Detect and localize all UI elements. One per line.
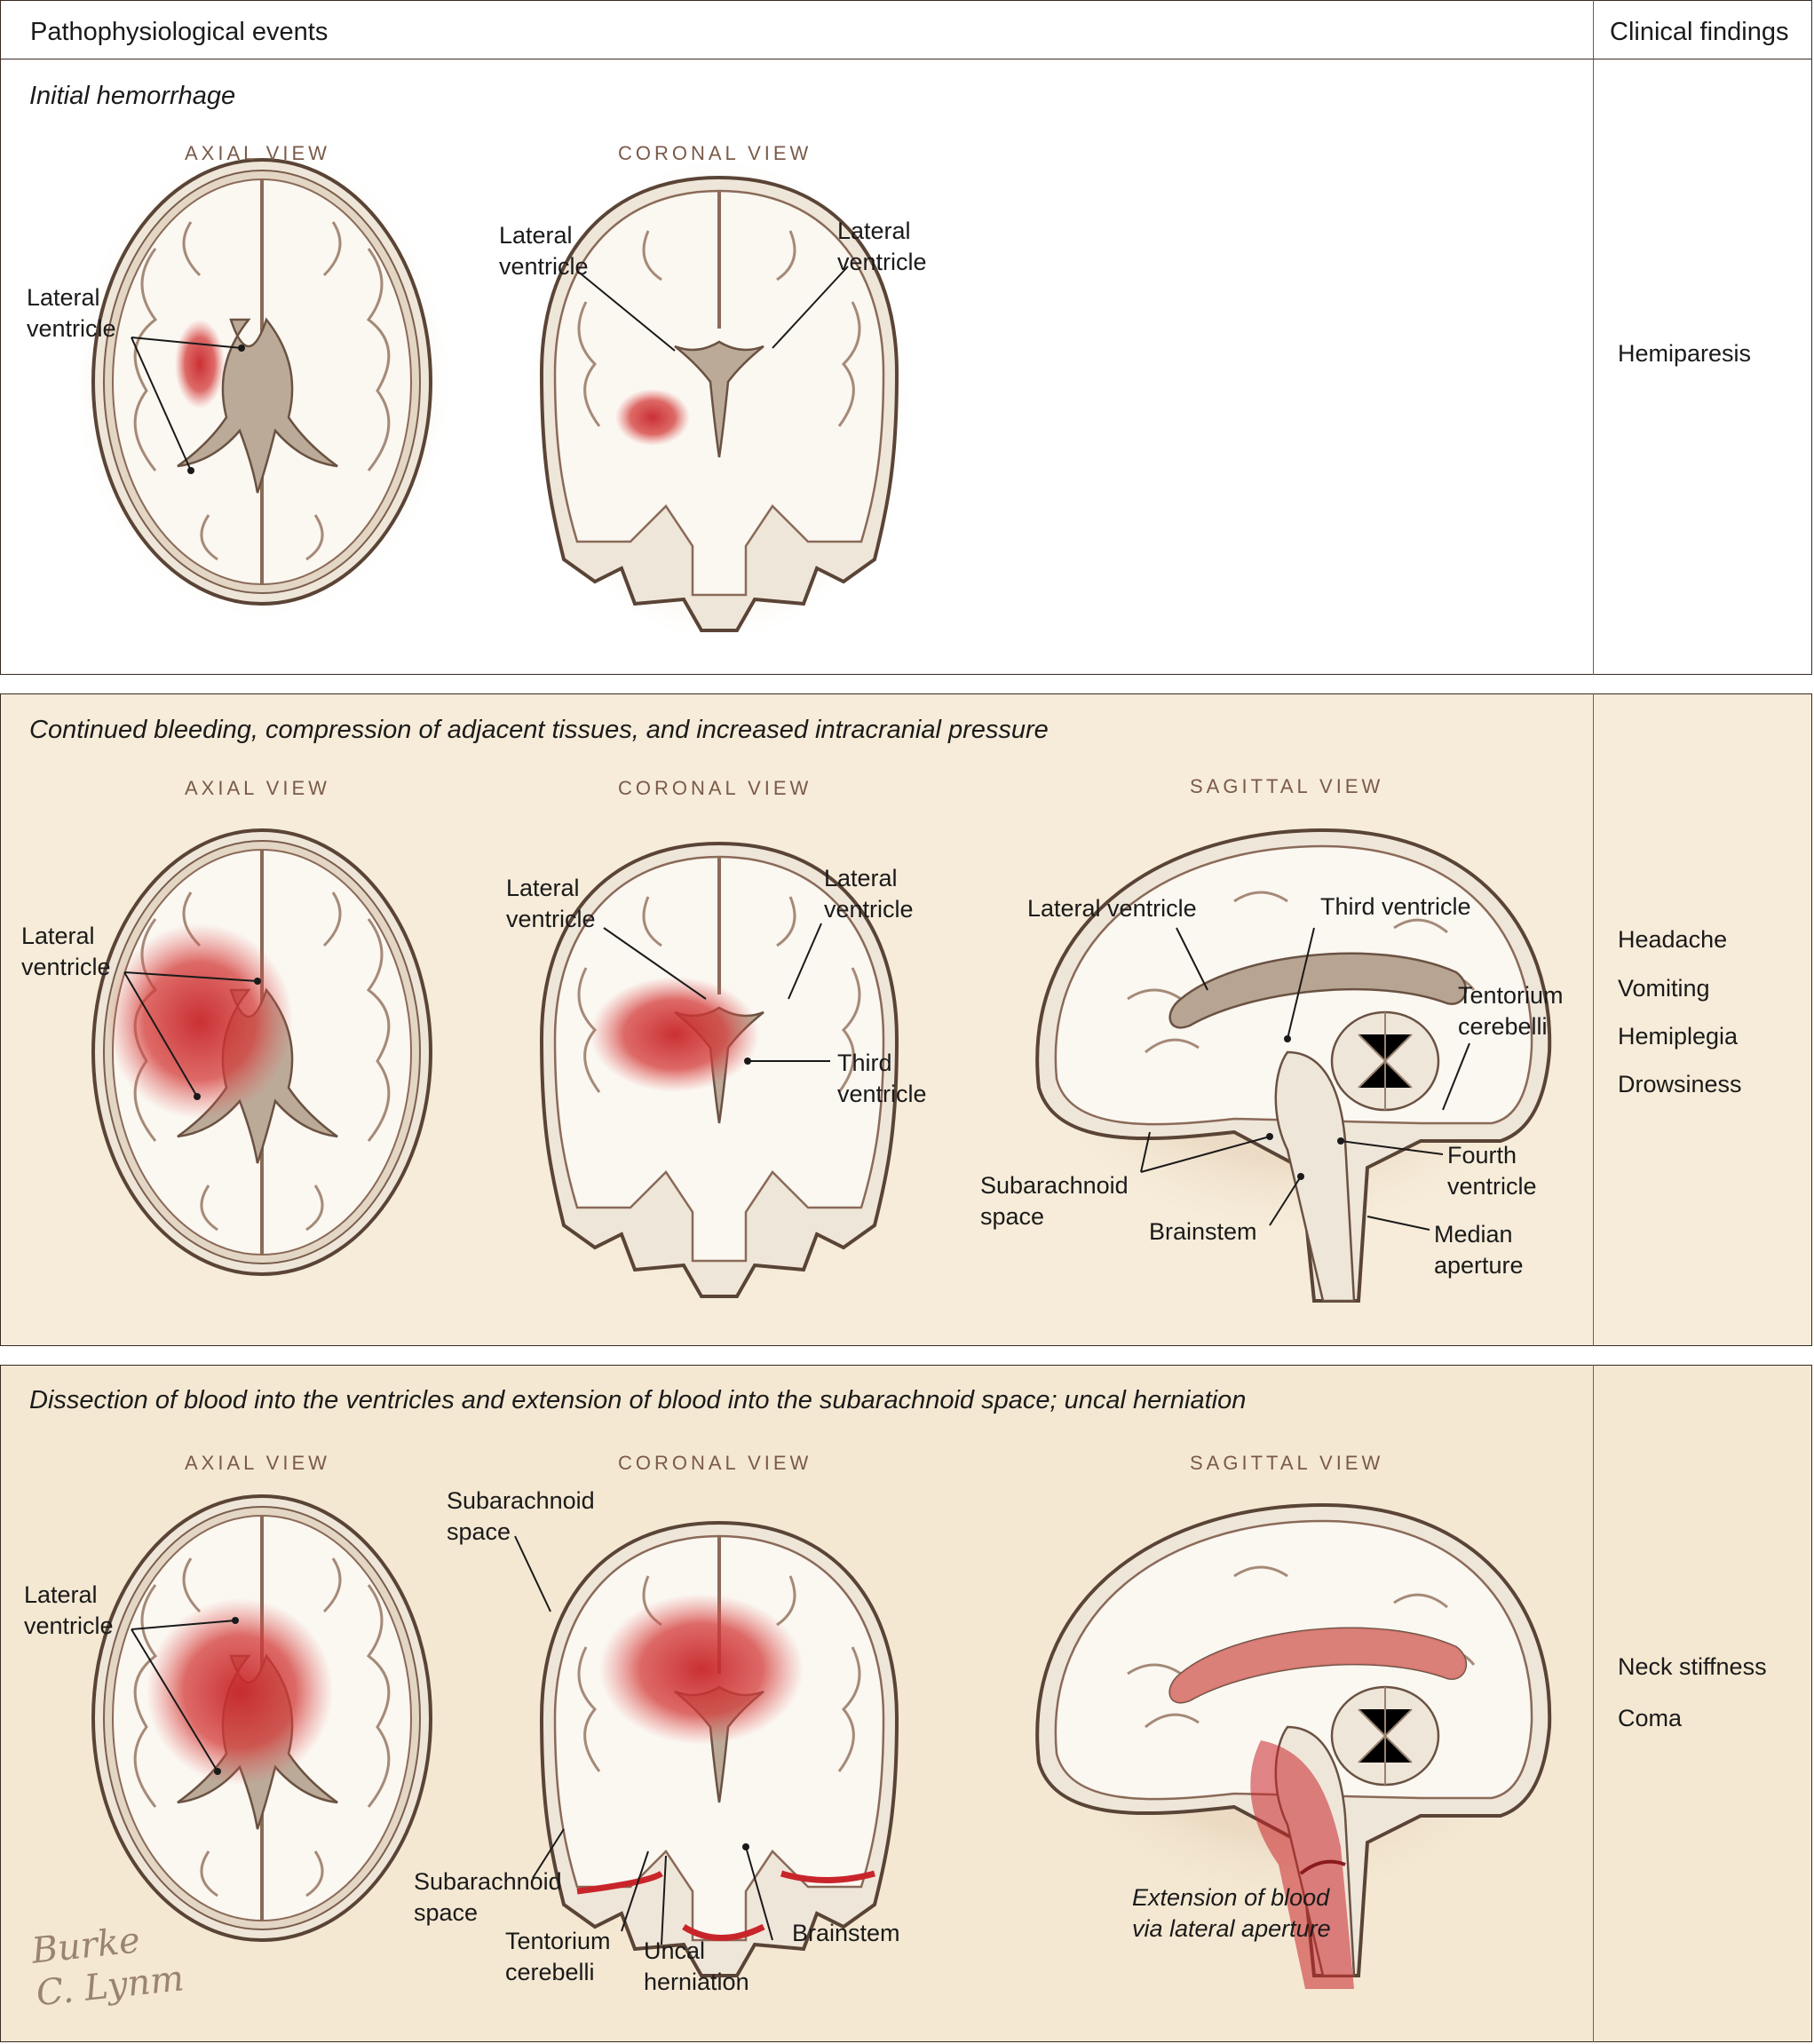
p3-sagittal-extension: Extension of blood via lateral aperture [1132, 1884, 1331, 1942]
p1-coronal-view-label: CORONAL VIEW [618, 142, 812, 164]
p2-axial-view-label: AXIAL VIEW [185, 777, 330, 799]
p1-coronal-lateral-ventricle-right: Lateral ventricle [837, 218, 927, 275]
p3-axial-view-label: AXIAL VIEW [185, 1452, 330, 1474]
p3-coronal-uncal-herniation: Uncal herniation [644, 1937, 749, 1995]
panel2-divider [1593, 693, 1594, 1346]
p2-sagittal-view-label: SAGITTAL VIEW [1190, 775, 1384, 797]
p3-stage-title: Dissection of blood into the ventricles … [29, 1386, 1247, 1414]
p2-sagittal-lateral-ventricle: Lateral ventricle [1027, 895, 1197, 922]
p1-axial-bleed [175, 320, 225, 408]
p2-stage-title: Continued bleeding, compression of adjac… [29, 716, 1049, 744]
p1-axial-view-label: AXIAL VIEW [185, 142, 330, 164]
p3-axial-bleed [147, 1598, 333, 1785]
p2-finding-3: Drowsiness [1618, 1071, 1742, 1097]
p2-coronal-lateral-ventricle-right: Lateral ventricle [824, 865, 914, 923]
p3-sagittal-blood [1250, 1740, 1354, 1989]
p2-axial-lateral-ventricle: Lateral ventricle [21, 923, 111, 980]
p1-stage-title: Initial hemorrhage [29, 82, 236, 110]
header-pathophysiology: Pathophysiological events [30, 18, 329, 46]
p1-coronal-lateral-ventricle-left: Lateral ventricle [499, 222, 589, 280]
p2-coronal-bleed [590, 977, 759, 1092]
p1-finding-0: Hemiparesis [1618, 340, 1752, 367]
p3-subarachnoid-blood [576, 1870, 875, 1941]
panel3-divider [1593, 1365, 1594, 2042]
p1-axial-lateral-ventricle: Lateral ventricle [27, 284, 116, 342]
p3-coronal-view-label: CORONAL VIEW [618, 1452, 812, 1474]
p2-finding-0: Headache [1618, 926, 1728, 953]
header-clinical-findings: Clinical findings [1610, 18, 1789, 46]
table-header: Pathophysiological events Clinical findi… [0, 0, 1812, 60]
p2-coronal-third-ventricle: Third ventricle [837, 1050, 927, 1107]
p2-axial-bleed [107, 923, 293, 1119]
p3-finding-1: Coma [1618, 1705, 1683, 1731]
p2-sagittal-subarachnoid: Subarachnoid space [980, 1172, 1129, 1230]
p3-axial-lateral-ventricle: Lateral ventricle [24, 1581, 114, 1639]
p3-coronal-brain [527, 1503, 912, 1986]
p3-coronal-subarachnoid-top: Subarachnoid space [447, 1487, 595, 1545]
p2-coronal-lateral-ventricle-left: Lateral ventricle [506, 875, 596, 932]
p1-coronal-bleed [615, 389, 690, 446]
panel1-divider [1593, 59, 1594, 675]
p2-coronal-view-label: CORONAL VIEW [618, 777, 812, 799]
p2-sagittal-fourth-ventricle: Fourth ventricle [1447, 1142, 1537, 1200]
p2-finding-2: Hemiplegia [1618, 1023, 1739, 1050]
p3-finding-0: Neck stiffness [1618, 1653, 1767, 1680]
p3-coronal-brainstem: Brainstem [792, 1920, 900, 1946]
p1-axial-brain [74, 145, 450, 619]
p2-sagittal-median-aperture: Median aperture [1434, 1221, 1524, 1279]
p2-sagittal-third-ventricle: Third ventricle [1320, 893, 1471, 920]
extension-arrow [1299, 1859, 1346, 1875]
p3-coronal-tentorium: Tentorium cerebelli [505, 1928, 611, 1985]
p3-coronal-subarachnoid-bottom: Subarachnoid space [414, 1868, 562, 1926]
header-divider [1593, 0, 1594, 60]
p2-sagittal-brainstem: Brainstem [1149, 1218, 1257, 1245]
p3-sagittal-ventricle-blood [1169, 1628, 1466, 1703]
p3-coronal-bleed [599, 1594, 804, 1745]
p2-sagittal-tentorium: Tentorium cerebelli [1458, 982, 1564, 1040]
p2-finding-1: Vomiting [1618, 975, 1710, 1002]
p3-sagittal-view-label: SAGITTAL VIEW [1190, 1452, 1384, 1474]
